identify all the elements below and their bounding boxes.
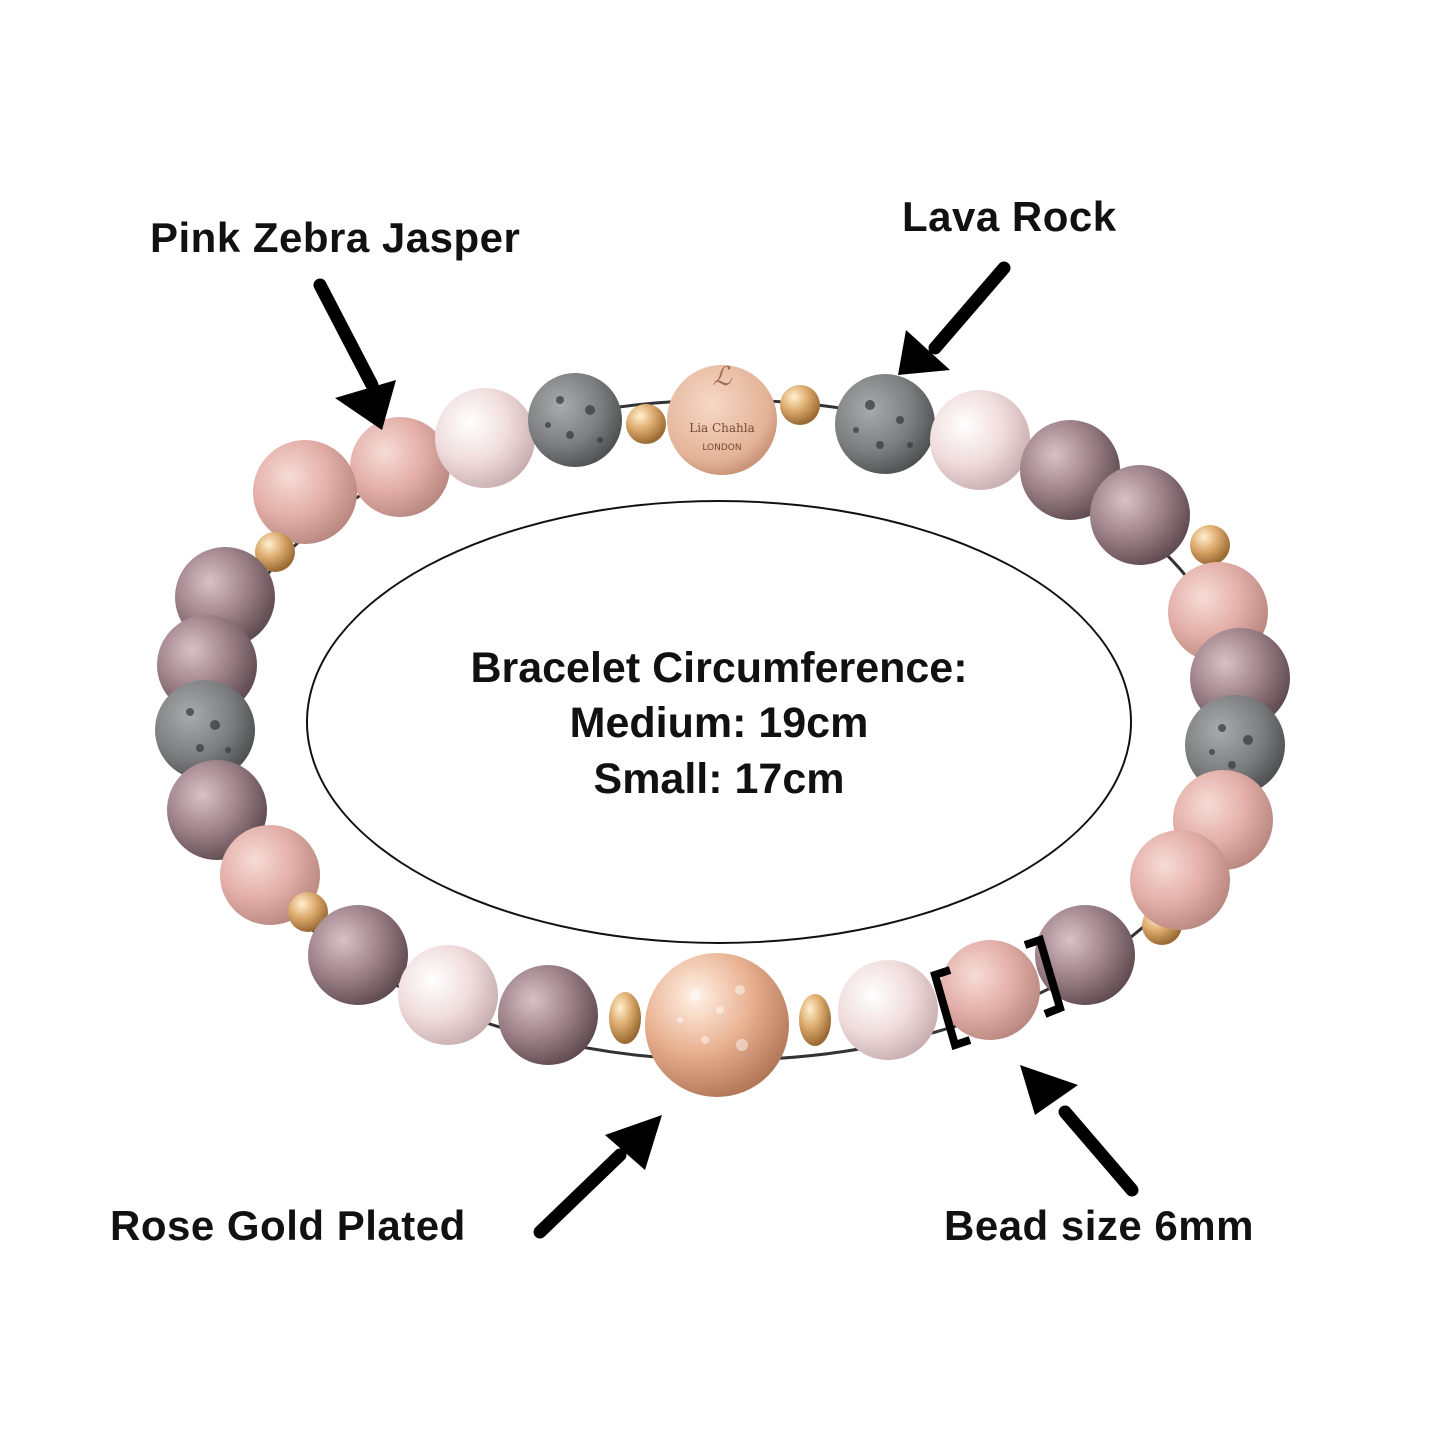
pink-zebra-jasper-bead	[498, 965, 598, 1065]
gold-spacer-disc	[799, 994, 831, 1046]
circumference-small: Small: 17cm	[593, 755, 845, 803]
pink-zebra-jasper-bead	[350, 417, 450, 517]
charm-brand-text: Lia Chahla	[689, 421, 755, 435]
circumference-callout	[306, 500, 1132, 944]
pink-zebra-jasper-bead	[253, 440, 357, 544]
pink-zebra-jasper-bead	[1090, 465, 1190, 565]
bead-size-bracket-icon	[930, 934, 1065, 1051]
lava-rock-label: Lava Rock	[902, 193, 1117, 240]
bead-size-label: Bead size 6mm	[944, 1202, 1254, 1249]
pink-zebra-jasper-bead	[398, 945, 498, 1045]
pink-zebra-jasper-label: Pink Zebra Jasper	[150, 214, 521, 261]
pink-zebra-jasper-bead	[435, 388, 535, 488]
gold-spacer-bead	[288, 892, 328, 932]
lava-rock-bead	[1185, 695, 1285, 795]
circumference-medium: Medium: 19cm	[569, 699, 869, 747]
arrow-icon	[533, 1115, 662, 1239]
charm-monogram-icon: ℒ	[713, 362, 733, 392]
rose-gold-texture	[677, 985, 748, 1051]
arrow-icon	[1020, 1065, 1139, 1197]
gold-spacer-bead	[1190, 525, 1230, 565]
gold-spacer-bead	[255, 532, 295, 572]
charm-city-text: LONDON	[702, 443, 741, 453]
pink-zebra-jasper-bead	[930, 390, 1030, 490]
pink-zebra-jasper-bead	[1035, 905, 1135, 1005]
pink-zebra-jasper-bead	[838, 960, 938, 1060]
gold-spacer-bead	[780, 385, 820, 425]
arrow-icon	[313, 278, 396, 430]
lava-rock-bead	[528, 373, 622, 467]
gold-spacer-disc	[609, 992, 641, 1044]
rose-gold-plated-label: Rose Gold Plated	[110, 1202, 466, 1249]
rose-gold-bead	[645, 953, 789, 1097]
pink-zebra-jasper-bead	[308, 905, 408, 1005]
pink-zebra-jasper-bead	[1130, 830, 1230, 930]
arrow-icon	[898, 261, 1011, 375]
lava-rock-bead	[835, 374, 935, 474]
gold-spacer-bead	[626, 404, 666, 444]
pink-zebra-jasper-bead	[940, 940, 1040, 1040]
circumference-title: Bracelet Circumference:	[470, 644, 968, 692]
lava-rock-bead	[155, 680, 255, 780]
lava-texture	[186, 396, 1253, 769]
brand-charm	[667, 365, 777, 475]
